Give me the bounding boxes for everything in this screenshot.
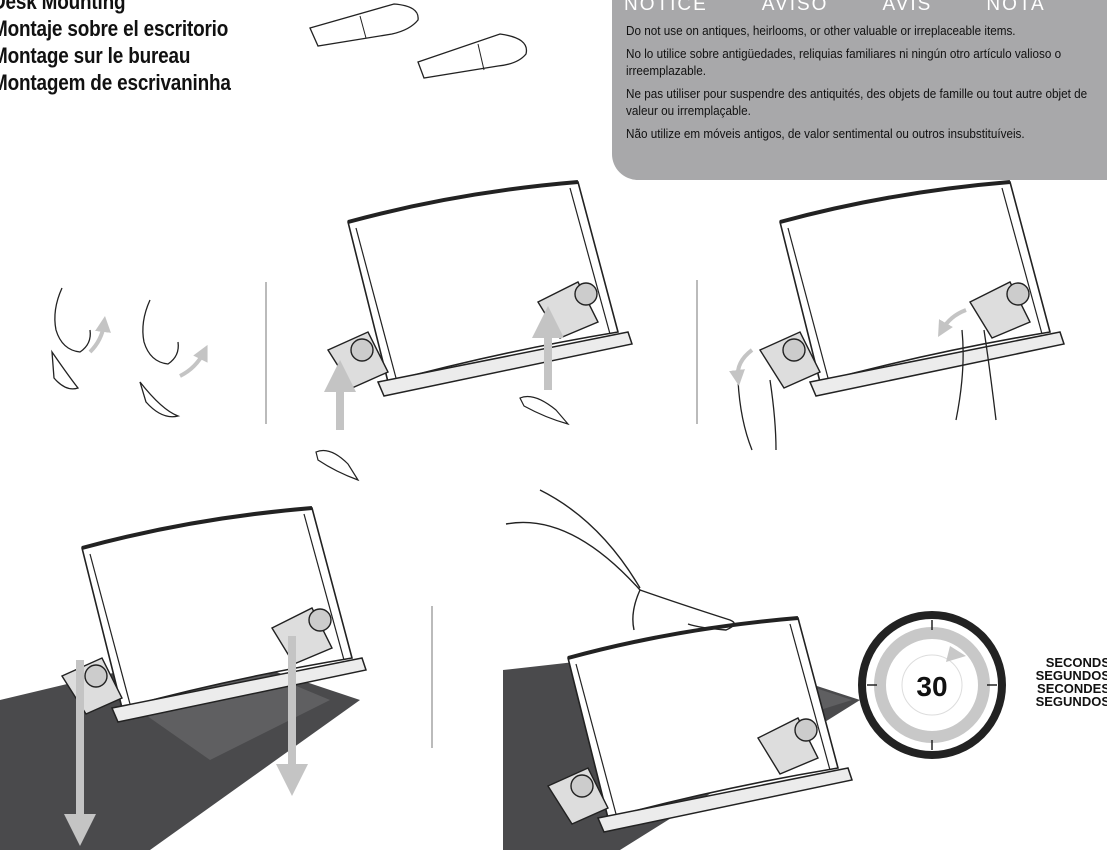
stand-illustration bbox=[760, 182, 1064, 396]
timer-icon: 30 bbox=[862, 615, 1002, 755]
hand-peel-icon bbox=[52, 288, 178, 417]
timer-label-pt: SEGUNDOS bbox=[1010, 695, 1107, 708]
timer-label: SECONDS SEGUNDOS SECONDES SEGUNDOS bbox=[1010, 656, 1107, 708]
stand-illustration bbox=[328, 182, 632, 396]
hand-press-icon bbox=[506, 490, 734, 630]
stand-illustration bbox=[548, 618, 852, 832]
timer-value: 30 bbox=[916, 671, 947, 702]
hand-icon bbox=[738, 380, 776, 450]
adhesive-strips-icon bbox=[310, 4, 526, 78]
